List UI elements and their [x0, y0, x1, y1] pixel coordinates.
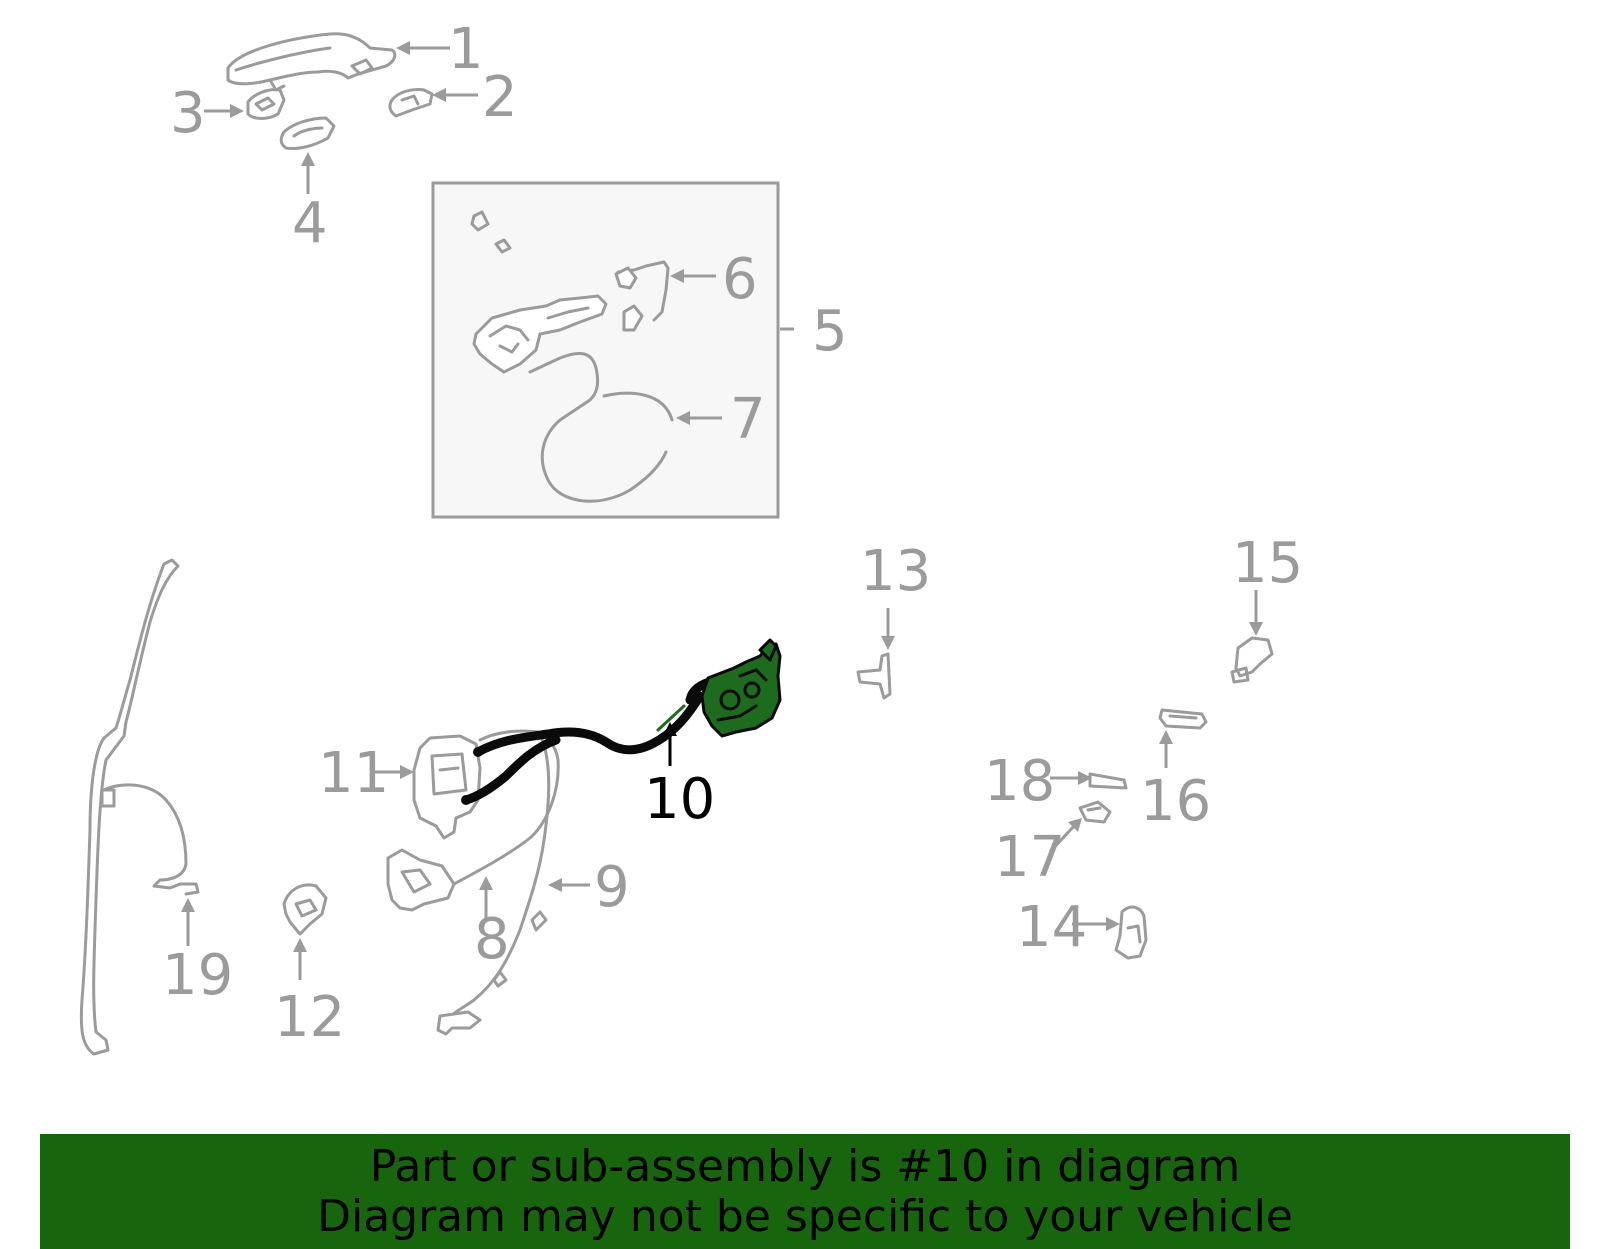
part-15-leader-arrow [1249, 590, 1263, 636]
part-13-leader-arrow [881, 608, 895, 650]
part-17-stopper[interactable] [1078, 800, 1112, 824]
part-8-leader-arrow [479, 876, 493, 920]
part-18-pad[interactable] [1088, 772, 1128, 790]
part-17-leader-arrow [1048, 818, 1082, 854]
callout-1[interactable]: 1 [448, 17, 484, 82]
part-18-leader-arrow [1050, 771, 1092, 785]
part-2-handle-cap[interactable] [388, 88, 434, 118]
part-1-outside-handle[interactable] [226, 32, 397, 92]
callout-5[interactable]: 5 [812, 299, 848, 364]
callout-15[interactable]: 15 [1232, 531, 1303, 596]
part-13-latch-bracket[interactable] [856, 652, 892, 700]
part-11-lock-actuator[interactable] [412, 729, 558, 840]
callout-2[interactable]: 2 [482, 65, 518, 130]
part-7-leader-arrow [676, 411, 722, 425]
part-3-leader-arrow [204, 104, 244, 118]
part-10-leader-arrow [663, 722, 677, 766]
part-12-striker[interactable] [282, 883, 328, 936]
part-4-handle-gasket[interactable] [279, 116, 336, 150]
callout-14[interactable]: 14 [1016, 895, 1087, 960]
part-19-run-channel[interactable] [79, 558, 200, 1056]
callout-8[interactable]: 8 [474, 907, 510, 972]
part-14-check-bracket[interactable] [1114, 905, 1148, 960]
part-6-leader-arrow [670, 269, 716, 283]
info-banner: Part or sub-assembly is #10 in diagram D… [40, 1134, 1570, 1249]
callout-11[interactable]: 11 [318, 741, 389, 806]
callout-16[interactable]: 16 [1140, 769, 1211, 834]
callout-7[interactable]: 7 [730, 387, 766, 452]
callout-17[interactable]: 17 [994, 825, 1065, 890]
callout-18[interactable]: 18 [984, 749, 1055, 814]
part-1-leader-arrow [396, 41, 450, 55]
callout-13[interactable]: 13 [860, 539, 931, 604]
callout-10[interactable]: 10 [644, 767, 715, 832]
part-11-leader-arrow [370, 765, 414, 779]
part-14-leader-arrow [1072, 917, 1120, 931]
part-2-leader-arrow [432, 88, 478, 102]
part-9-leader-arrow [548, 878, 590, 892]
part-19-leader-arrow [181, 898, 195, 946]
part-5-inset-kit[interactable] [431, 181, 780, 519]
part-15-hinge-clip[interactable] [1230, 636, 1274, 684]
part-16-leader-arrow [1159, 730, 1173, 768]
part-12-leader-arrow [293, 938, 307, 980]
callout-12[interactable]: 12 [274, 985, 345, 1050]
callout-9[interactable]: 9 [594, 855, 630, 920]
banner-line-part-number: Part or sub-assembly is #10 in diagram [369, 1141, 1241, 1192]
callout-19[interactable]: 19 [162, 943, 233, 1008]
part-3-handle-bracket[interactable] [246, 88, 286, 120]
part-9-release-cable[interactable] [436, 732, 551, 1036]
part-4-leader-arrow [301, 152, 315, 194]
part-16-bumper[interactable] [1158, 708, 1208, 730]
banner-line-disclaimer: Diagram may not be specific to your vehi… [317, 1191, 1293, 1242]
callout-3[interactable]: 3 [170, 81, 206, 146]
callout-4[interactable]: 4 [292, 191, 328, 256]
part-10-door-latch-assembly[interactable] [461, 638, 782, 805]
callout-6[interactable]: 6 [722, 247, 758, 312]
